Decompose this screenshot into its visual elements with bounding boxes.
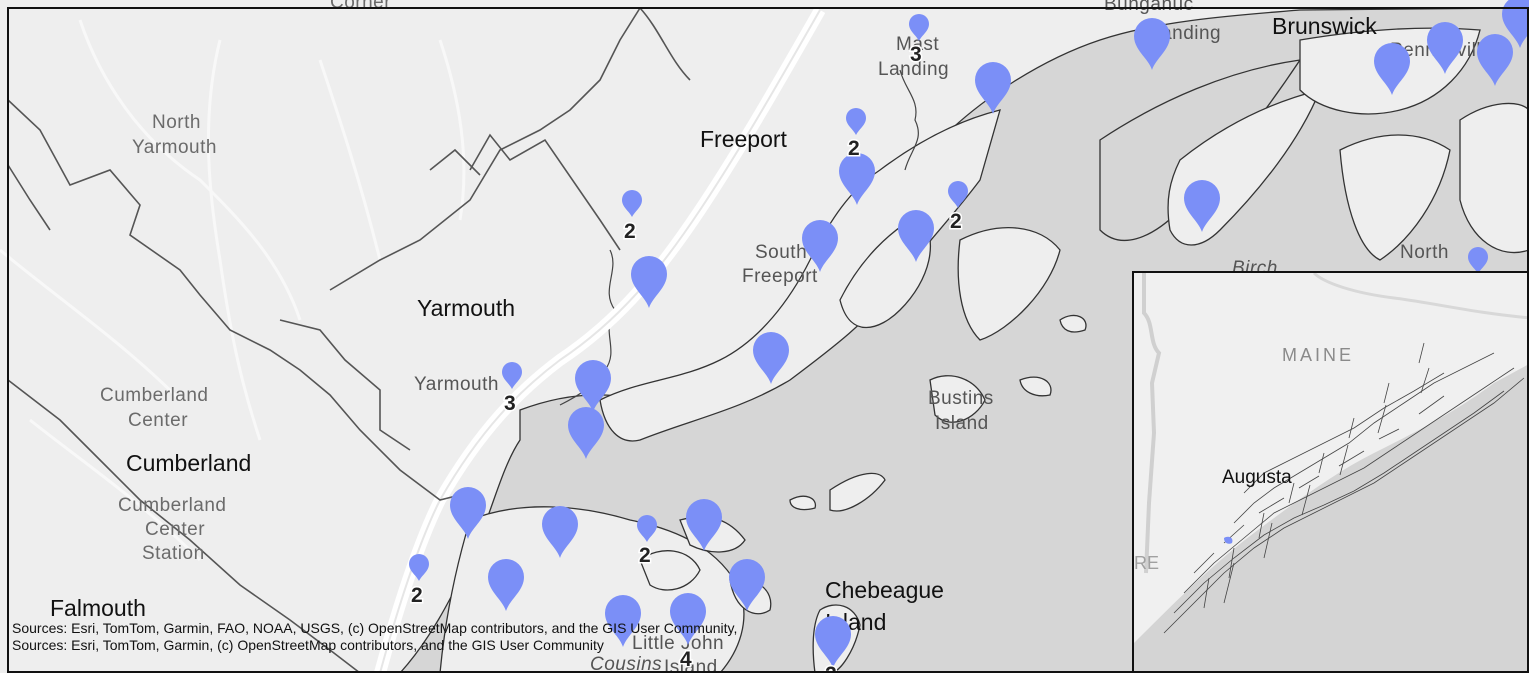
minor-roads xyxy=(0,19,466,562)
label-mast-landing-2: Landing xyxy=(878,59,949,80)
label-south-freeport-2: Freeport xyxy=(742,266,818,287)
cluster-marker[interactable]: 4 xyxy=(670,593,706,673)
label-island: Island xyxy=(664,657,718,673)
cluster-count: 3 xyxy=(910,43,922,66)
label-yarmouth: Yarmouth xyxy=(417,295,515,321)
cluster-count: 2 xyxy=(825,663,837,673)
label-mast-landing-1: Mast xyxy=(896,34,939,55)
cluster-count: 2 xyxy=(848,137,860,160)
label-cumberland-center-2: Center xyxy=(128,410,188,431)
inset-state-border xyxy=(1142,273,1162,574)
inset-capital-label: Augusta xyxy=(1222,467,1292,488)
label-cousins: Cousins xyxy=(590,654,662,673)
label-bustins-1: Bustins xyxy=(928,388,994,409)
label-freeport: Freeport xyxy=(700,126,788,152)
inset-edge-label: RE xyxy=(1134,553,1159,573)
label-corner: Corner xyxy=(330,0,391,13)
cluster-marker[interactable]: 3 xyxy=(909,14,929,68)
islands xyxy=(439,27,1529,673)
cluster-count: 2 xyxy=(624,220,636,243)
highway xyxy=(374,7,826,673)
cluster-marker[interactable]: 2 xyxy=(409,554,429,609)
cluster-marker[interactable]: 2 xyxy=(815,616,851,673)
map-attribution: Sources: Esri, TomTom, Garmin, FAO, NOAA… xyxy=(12,620,738,653)
overview-inset-map[interactable]: MAINE Augusta RE xyxy=(1132,271,1529,673)
label-brunswick: Brunswick xyxy=(1272,13,1377,39)
cluster-marker[interactable]: 3 xyxy=(502,362,522,417)
label-north-yarmouth-1: North xyxy=(152,112,201,133)
inset-canvas: MAINE Augusta RE xyxy=(1134,273,1527,671)
label-north: North xyxy=(1400,242,1449,263)
label-cumberland-station-1: Cumberland xyxy=(118,495,227,516)
label-little-john: Little John xyxy=(632,633,724,654)
label-cumberland-center-1: Cumberland xyxy=(100,385,209,406)
cluster-count: 2 xyxy=(950,210,962,233)
label-cumberland-station-3: Station xyxy=(142,543,205,564)
cluster-count: 4 xyxy=(680,648,692,671)
inset-coastal-towns xyxy=(1163,342,1525,634)
label-cumberland-station-2: Center xyxy=(145,519,205,540)
inset-state-label: MAINE xyxy=(1282,345,1354,365)
label-cumberland: Cumberland xyxy=(126,450,251,476)
label-chebeague-1: Chebeague xyxy=(825,577,944,603)
cluster-markers[interactable]: 3 2 2 2 3 2 2 4 xyxy=(409,14,968,673)
label-north-yarmouth-2: Yarmouth xyxy=(132,137,217,158)
label-bustins-2: Island xyxy=(935,413,989,434)
cluster-marker[interactable]: 2 xyxy=(622,190,642,245)
cluster-marker[interactable]: 2 xyxy=(637,515,657,569)
cluster-count: 3 xyxy=(504,392,516,415)
label-bunganuc-1: Bunganuc xyxy=(1104,0,1194,15)
cluster-marker[interactable]: 2 xyxy=(948,181,968,235)
cluster-count: 2 xyxy=(411,584,423,607)
cluster-count: 2 xyxy=(639,544,651,567)
label-falmouth: Falmouth xyxy=(50,595,146,621)
inset-marker xyxy=(1224,536,1233,544)
label-yarmouth-village: Yarmouth xyxy=(414,374,499,395)
inset-ocean xyxy=(1134,365,1527,671)
municipal-boundaries xyxy=(7,7,691,673)
label-south-freeport-1: South xyxy=(755,242,807,263)
cluster-marker[interactable]: 2 xyxy=(846,108,866,162)
